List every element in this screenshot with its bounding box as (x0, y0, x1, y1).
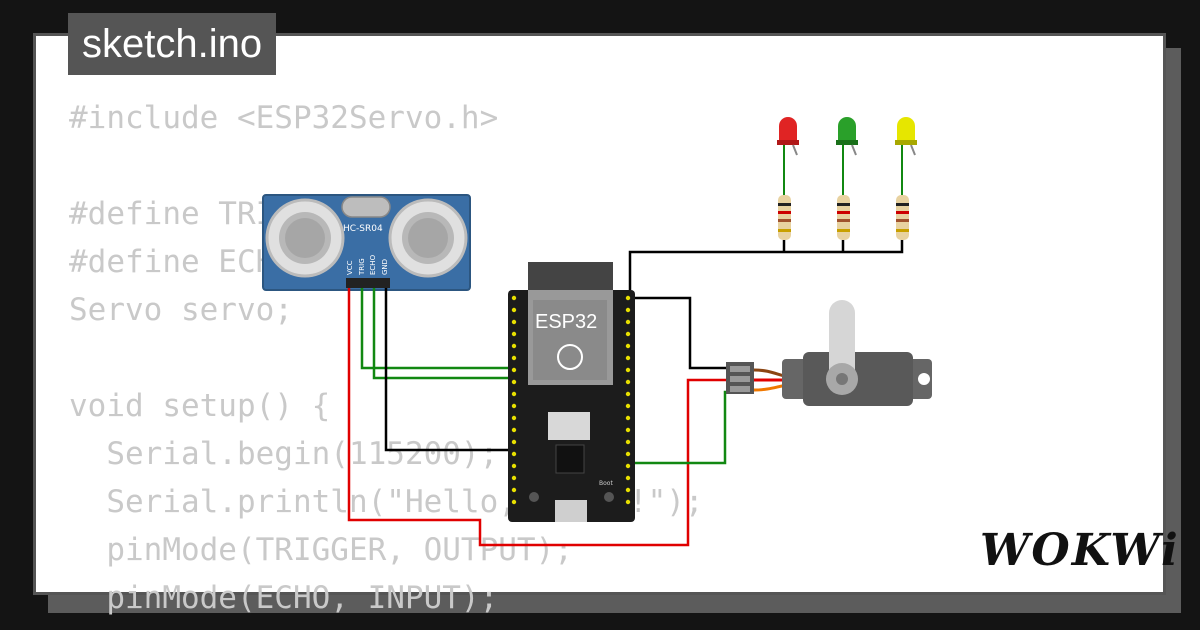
led-red[interactable] (777, 117, 799, 195)
code-preview: #include <ESP32Servo.h> #define TRIGGER … (69, 94, 704, 622)
wokwi-logo: WOKWi (980, 525, 1180, 576)
code-line: void setup() { (69, 388, 331, 424)
code-line: #include <ESP32Servo.h> (69, 100, 499, 136)
resistor[interactable] (778, 195, 791, 240)
esp32-label: ESP32 (535, 311, 597, 333)
led-yellow[interactable] (895, 117, 917, 195)
boot-label: Boot (599, 480, 613, 487)
ultrasonic-sensor[interactable]: HC-SR04 VCC TRIG ECHO GND (262, 194, 471, 291)
servo-motor[interactable] (726, 300, 932, 406)
file-tab[interactable]: sketch.ino (68, 13, 277, 75)
code-line: Serial.begin(115200); (69, 436, 499, 472)
sensor-pin-label: ECHO (369, 254, 377, 275)
esp32-board[interactable]: ESP32 Boot (508, 262, 635, 522)
resistor[interactable] (837, 195, 850, 240)
wires (347, 240, 904, 547)
sensor-pin-label: VCC (346, 260, 354, 275)
sensor-pin-label: GND (381, 259, 389, 275)
led-green[interactable] (836, 117, 858, 195)
sensor-label: HC-SR04 (343, 224, 383, 234)
sensor-pin-label: TRIG (358, 258, 366, 276)
code-line: pinMode(TRIGGER, OUTPUT); (69, 532, 573, 568)
code-line: Servo servo; (69, 292, 293, 328)
code-line: pinMode(ECHO, INPUT); (69, 580, 499, 616)
resistor[interactable] (896, 195, 909, 240)
